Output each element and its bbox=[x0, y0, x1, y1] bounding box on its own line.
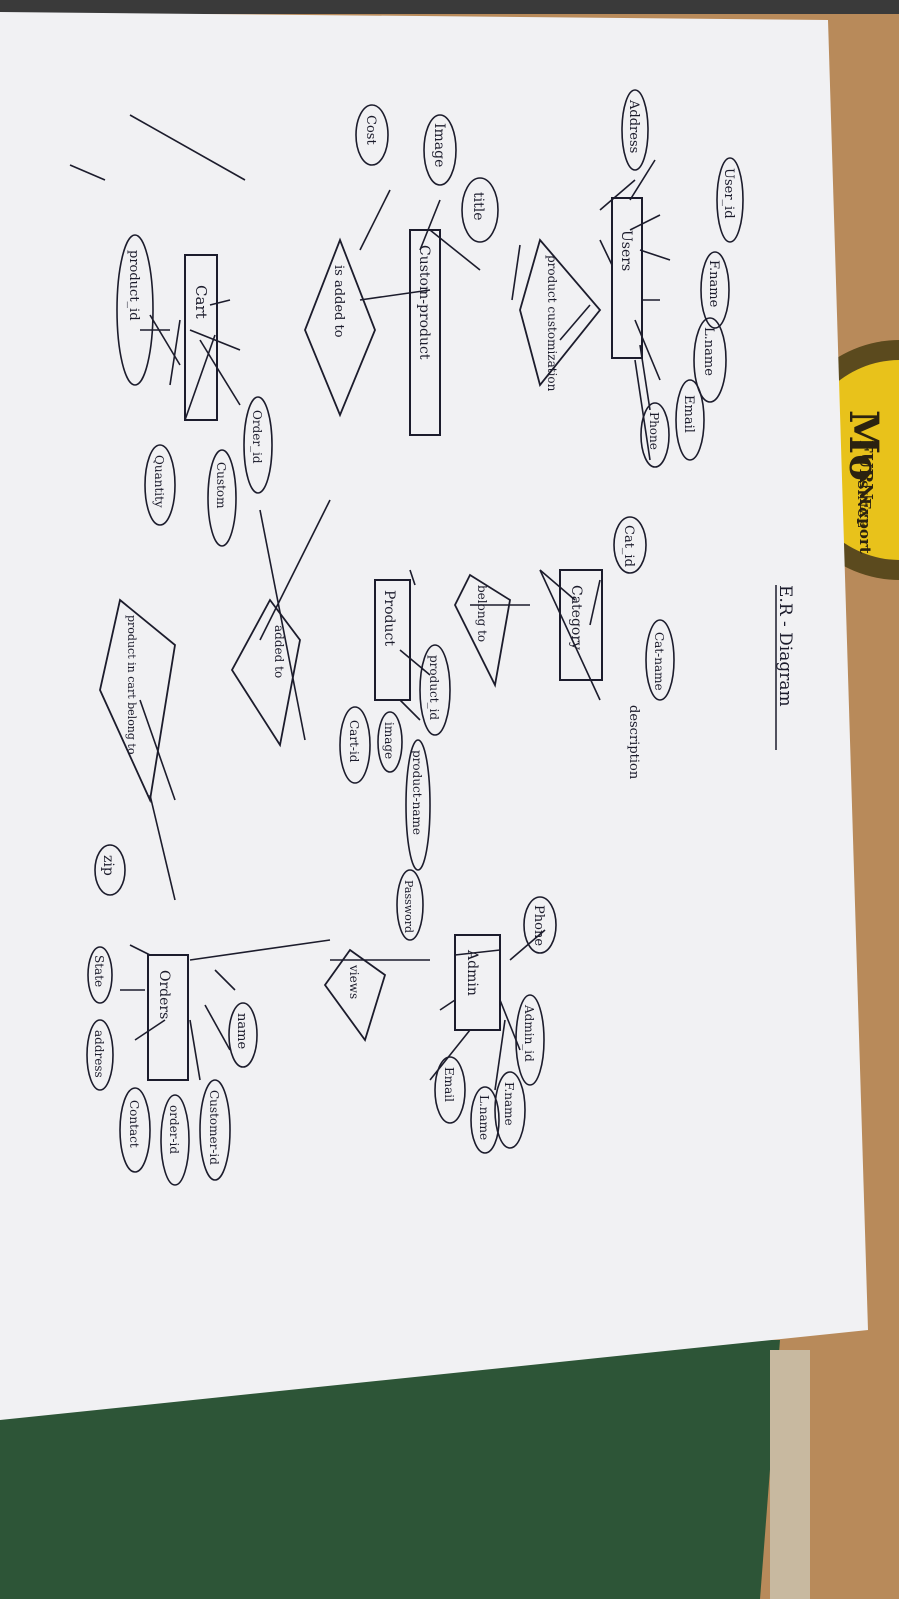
connector-lines bbox=[69, 114, 671, 1091]
attr-state: State bbox=[92, 955, 106, 987]
dark-edge bbox=[0, 0, 899, 14]
diagram-title: E.R - Diagram bbox=[775, 585, 795, 707]
relationship-is-added-to: is added to bbox=[304, 237, 376, 418]
attr-product-image: image bbox=[382, 722, 396, 759]
relationship-views-label: views bbox=[347, 964, 361, 999]
entity-users-label: Users bbox=[618, 230, 634, 271]
attr-image: Image bbox=[431, 123, 447, 167]
sticker-text-4: Export bbox=[856, 498, 874, 554]
attr-admin-id: Admin_id bbox=[522, 1004, 536, 1062]
attr-custom: Custom bbox=[214, 462, 228, 509]
attribute-labels: User_id F.name L.name Email Phone Addres… bbox=[92, 99, 736, 1165]
entity-cart-label: Cart bbox=[192, 285, 210, 319]
attr-description: description bbox=[626, 705, 641, 780]
entity-admin: Admin bbox=[454, 934, 501, 1031]
entity-admin-label: Admin bbox=[464, 949, 480, 996]
attr-product-name: product-name bbox=[410, 750, 424, 835]
sticker-text-2: FURN bbox=[855, 440, 876, 500]
relationship-product-customization-label: product customization bbox=[545, 255, 559, 392]
entity-custom-product: Custom-product bbox=[409, 229, 441, 436]
attr-cart-product-id: product_id bbox=[126, 250, 141, 321]
attr-address: Address bbox=[626, 99, 641, 153]
attr-admin-lname: L.name bbox=[477, 1095, 491, 1140]
attr-order-id2: order-id bbox=[167, 1105, 181, 1154]
relationship-views: views bbox=[323, 948, 387, 1042]
entity-category-label: Category bbox=[568, 585, 584, 650]
attr-f-name: F.name bbox=[706, 260, 721, 308]
green-folder bbox=[0, 1340, 780, 1599]
relationship-product-in-cart-label: product in cart belong to bbox=[125, 615, 138, 755]
attr-zip: zip bbox=[100, 855, 116, 876]
entity-cart: Cart bbox=[184, 254, 218, 421]
relationship-belong-to-label: belong to bbox=[475, 585, 489, 642]
attr-cart-id: Cart-id bbox=[347, 720, 361, 763]
attr-product-id: product_id bbox=[427, 655, 441, 720]
attr-address2: address bbox=[92, 1030, 106, 1078]
attr-title: title bbox=[470, 192, 486, 221]
sticker-text-3: SINCE bbox=[854, 480, 869, 528]
entity-users: Users bbox=[611, 197, 643, 359]
attr-order-id: Order_id bbox=[250, 410, 264, 464]
entity-product: Product bbox=[374, 579, 411, 701]
attr-email: Email bbox=[681, 395, 696, 433]
relationship-added-to-label: added to bbox=[272, 625, 286, 678]
entity-category: Category bbox=[559, 569, 603, 681]
folder-edge bbox=[770, 1350, 810, 1599]
attr-customer-id: Customer-id bbox=[207, 1090, 221, 1165]
attr-admin-email: Email bbox=[442, 1067, 456, 1102]
attr-password: Password bbox=[402, 880, 415, 933]
attr-cat-name: Cat-name bbox=[652, 632, 666, 691]
entity-product-label: Product bbox=[381, 590, 397, 646]
attr-user-id: User_id bbox=[721, 168, 736, 219]
entity-orders: Orders bbox=[147, 954, 189, 1081]
relationship-product-customization: product customization bbox=[519, 238, 602, 392]
sticker-text-1: Mo bbox=[840, 410, 887, 481]
relationship-added-to: added to bbox=[230, 598, 301, 748]
relationship-product-in-cart: product in cart belong to bbox=[99, 598, 176, 804]
attr-contact: Contact bbox=[127, 1100, 141, 1148]
entity-orders-label: Orders bbox=[156, 970, 172, 1019]
attr-cost: Cost bbox=[363, 115, 378, 145]
attr-admin-phone: Phone bbox=[531, 905, 546, 946]
entity-custom-product-label: Custom-product bbox=[416, 245, 432, 360]
relationship-is-added-to-label: is added to bbox=[331, 265, 346, 338]
attr-name: name bbox=[234, 1013, 249, 1049]
attr-quantity: Quantity bbox=[152, 455, 166, 508]
attr-l-name: L.name bbox=[701, 327, 716, 376]
attr-admin-fname: F.name bbox=[502, 1082, 516, 1126]
attr-phone: Phone bbox=[647, 412, 661, 450]
attr-cat-id: Cat_id bbox=[621, 525, 636, 567]
attribute-ovals bbox=[86, 89, 744, 1186]
relationship-belong-to: belong to bbox=[453, 573, 511, 688]
